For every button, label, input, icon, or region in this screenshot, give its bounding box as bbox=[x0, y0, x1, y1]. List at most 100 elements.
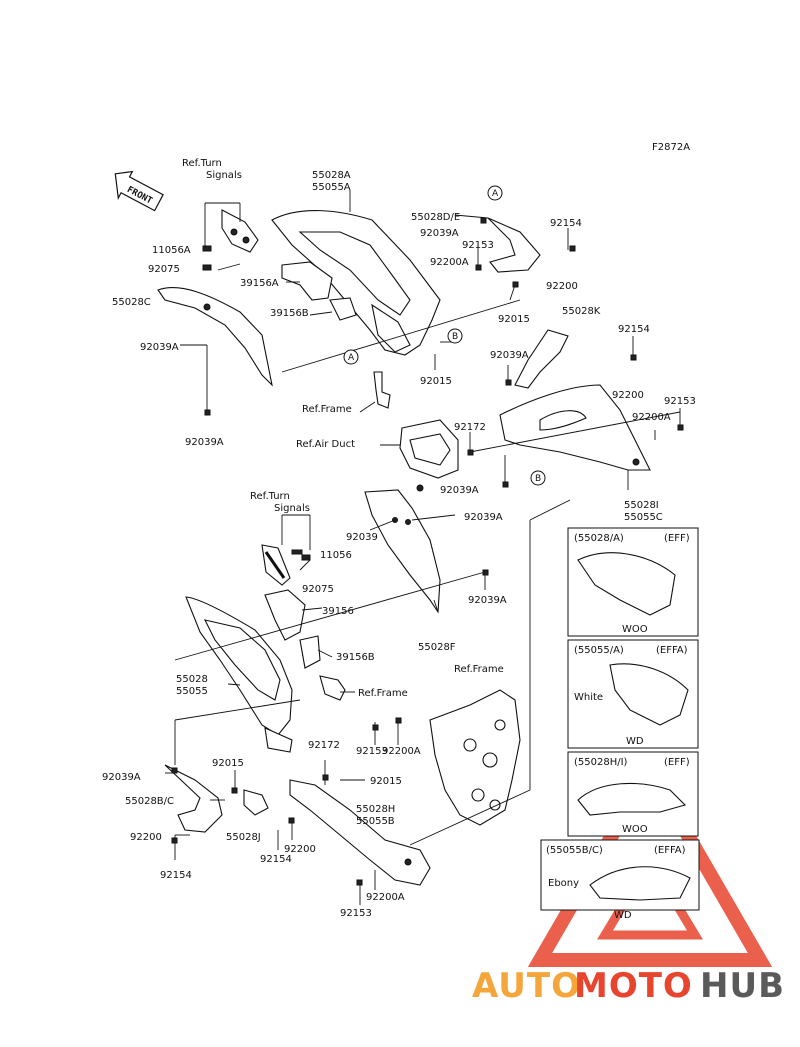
svg-text:Signals: Signals bbox=[206, 170, 242, 181]
svg-text:(EFFA): (EFFA) bbox=[654, 845, 686, 856]
svg-text:11056A: 11056A bbox=[152, 245, 191, 256]
svg-text:11056: 11056 bbox=[320, 550, 352, 561]
side-panel-55028C bbox=[157, 287, 273, 387]
svg-text:92039A: 92039A bbox=[102, 772, 141, 783]
svg-text:WOO: WOO bbox=[622, 824, 648, 835]
inset-2-title: (55055/A) bbox=[574, 645, 624, 656]
svg-text:55055B: 55055B bbox=[356, 816, 395, 827]
svg-text:92172: 92172 bbox=[454, 422, 486, 433]
mid-cowl-55028F bbox=[364, 489, 441, 614]
svg-text:92200: 92200 bbox=[546, 281, 578, 292]
frame-bracket-lower bbox=[319, 675, 346, 701]
svg-text:55028C: 55028C bbox=[112, 297, 151, 308]
svg-text:White: White bbox=[574, 692, 603, 703]
frame-bracket-upper bbox=[373, 371, 391, 409]
svg-text:55028D/E: 55028D/E bbox=[411, 212, 460, 223]
frame-main bbox=[429, 689, 521, 826]
inner-panel-39156A bbox=[281, 261, 333, 301]
svg-text:92015: 92015 bbox=[420, 376, 452, 387]
upper-cowl-55028A bbox=[271, 209, 441, 356]
svg-text:WD: WD bbox=[614, 910, 632, 921]
svg-text:Ref.Air Duct: Ref.Air Duct bbox=[296, 439, 355, 450]
svg-text:MOTO: MOTO bbox=[574, 966, 693, 1006]
svg-text:B: B bbox=[535, 474, 541, 484]
svg-text:WOO: WOO bbox=[622, 624, 648, 635]
svg-text:Ref.Frame: Ref.Frame bbox=[302, 404, 352, 415]
fasteners-lower bbox=[171, 569, 489, 886]
svg-text:B: B bbox=[452, 332, 458, 342]
svg-text:Ref.Frame: Ref.Frame bbox=[358, 688, 408, 699]
svg-text:92200A: 92200A bbox=[430, 257, 469, 268]
callout-b-top: B bbox=[447, 328, 463, 344]
svg-text:(EFF): (EFF) bbox=[664, 757, 690, 768]
svg-text:92200: 92200 bbox=[284, 844, 316, 855]
svg-text:39156B: 39156B bbox=[336, 652, 375, 663]
svg-text:A: A bbox=[348, 353, 355, 363]
svg-text:HUB: HUB bbox=[700, 966, 785, 1006]
callout-a-top: A bbox=[487, 185, 503, 201]
svg-text:92075: 92075 bbox=[148, 264, 180, 275]
inset-part-2 bbox=[609, 663, 689, 726]
svg-text:39156B: 39156B bbox=[270, 308, 309, 319]
inner-panel-39156B-lower bbox=[299, 635, 321, 669]
inset-part-3 bbox=[577, 782, 687, 816]
label-ref-turn-signals-top: Ref.Turn bbox=[182, 158, 222, 169]
svg-text:92039A: 92039A bbox=[490, 350, 529, 361]
bracket-55028J bbox=[243, 789, 269, 816]
svg-text:39156: 39156 bbox=[322, 606, 354, 617]
svg-text:92200A: 92200A bbox=[632, 412, 671, 423]
svg-text:A: A bbox=[492, 189, 499, 199]
figure-code: F2872A bbox=[652, 142, 690, 153]
svg-text:92039A: 92039A bbox=[420, 228, 459, 239]
inner-panel-39156B bbox=[329, 297, 357, 321]
inset-labels: (55028/A) (EFF) WOO (55055/A) (EFFA) Whi… bbox=[546, 533, 690, 921]
svg-text:92154: 92154 bbox=[160, 870, 192, 881]
svg-text:92154: 92154 bbox=[550, 218, 582, 229]
svg-text:WD: WD bbox=[626, 736, 644, 747]
svg-text:92172: 92172 bbox=[308, 740, 340, 751]
svg-text:92039A: 92039A bbox=[468, 595, 507, 606]
svg-text:92039A: 92039A bbox=[464, 512, 503, 523]
svg-text:Ebony: Ebony bbox=[548, 878, 579, 889]
inset-1-title: (55028/A) bbox=[574, 533, 624, 544]
front-arrow-icon: FRONT bbox=[114, 170, 164, 212]
callout-b-mid: B bbox=[530, 470, 546, 486]
side-cowl-55028I bbox=[499, 384, 651, 471]
svg-text:55028A: 55028A bbox=[312, 170, 351, 181]
svg-text:92039A: 92039A bbox=[440, 485, 479, 496]
svg-text:55055C: 55055C bbox=[624, 512, 663, 523]
svg-text:92039A: 92039A bbox=[185, 437, 224, 448]
svg-text:92153: 92153 bbox=[340, 908, 372, 919]
inset-3-title: (55028H/I) bbox=[574, 757, 628, 768]
svg-text:55028: 55028 bbox=[176, 674, 208, 685]
svg-text:92153: 92153 bbox=[664, 396, 696, 407]
svg-text:92200: 92200 bbox=[612, 390, 644, 401]
svg-text:92200A: 92200A bbox=[366, 892, 405, 903]
svg-text:39156A: 39156A bbox=[240, 278, 279, 289]
leader-lines-lower bbox=[165, 499, 571, 905]
svg-text:92015: 92015 bbox=[370, 776, 402, 787]
watermark-text: AUTO MOTO HUB bbox=[472, 966, 785, 1006]
svg-text:92039A: 92039A bbox=[140, 342, 179, 353]
lower-panel-55028BC bbox=[164, 764, 223, 833]
svg-text:(EFF): (EFF) bbox=[664, 533, 690, 544]
svg-text:Ref.Frame: Ref.Frame bbox=[454, 664, 504, 675]
air-duct-assembly bbox=[399, 419, 459, 492]
svg-text:92153: 92153 bbox=[462, 240, 494, 251]
svg-text:92015: 92015 bbox=[498, 314, 530, 325]
part-labels: Ref.Turn Signals 55028A 55055A 55028D/E … bbox=[102, 158, 696, 919]
svg-text:92075: 92075 bbox=[302, 584, 334, 595]
inset-part-1 bbox=[577, 552, 676, 616]
svg-text:Ref.Turn: Ref.Turn bbox=[250, 491, 290, 502]
side-panel-55028K bbox=[514, 329, 569, 389]
svg-text:55028J: 55028J bbox=[226, 832, 261, 843]
turn-signal-mid bbox=[261, 544, 311, 586]
inset-4-title: (55055B/C) bbox=[546, 845, 603, 856]
lower-panel-55028H bbox=[289, 779, 431, 886]
svg-text:55028F: 55028F bbox=[418, 642, 456, 653]
svg-text:92200: 92200 bbox=[130, 832, 162, 843]
svg-text:92154: 92154 bbox=[618, 324, 650, 335]
inner-panel-39156 bbox=[264, 589, 306, 641]
svg-text:55055A: 55055A bbox=[312, 182, 351, 193]
